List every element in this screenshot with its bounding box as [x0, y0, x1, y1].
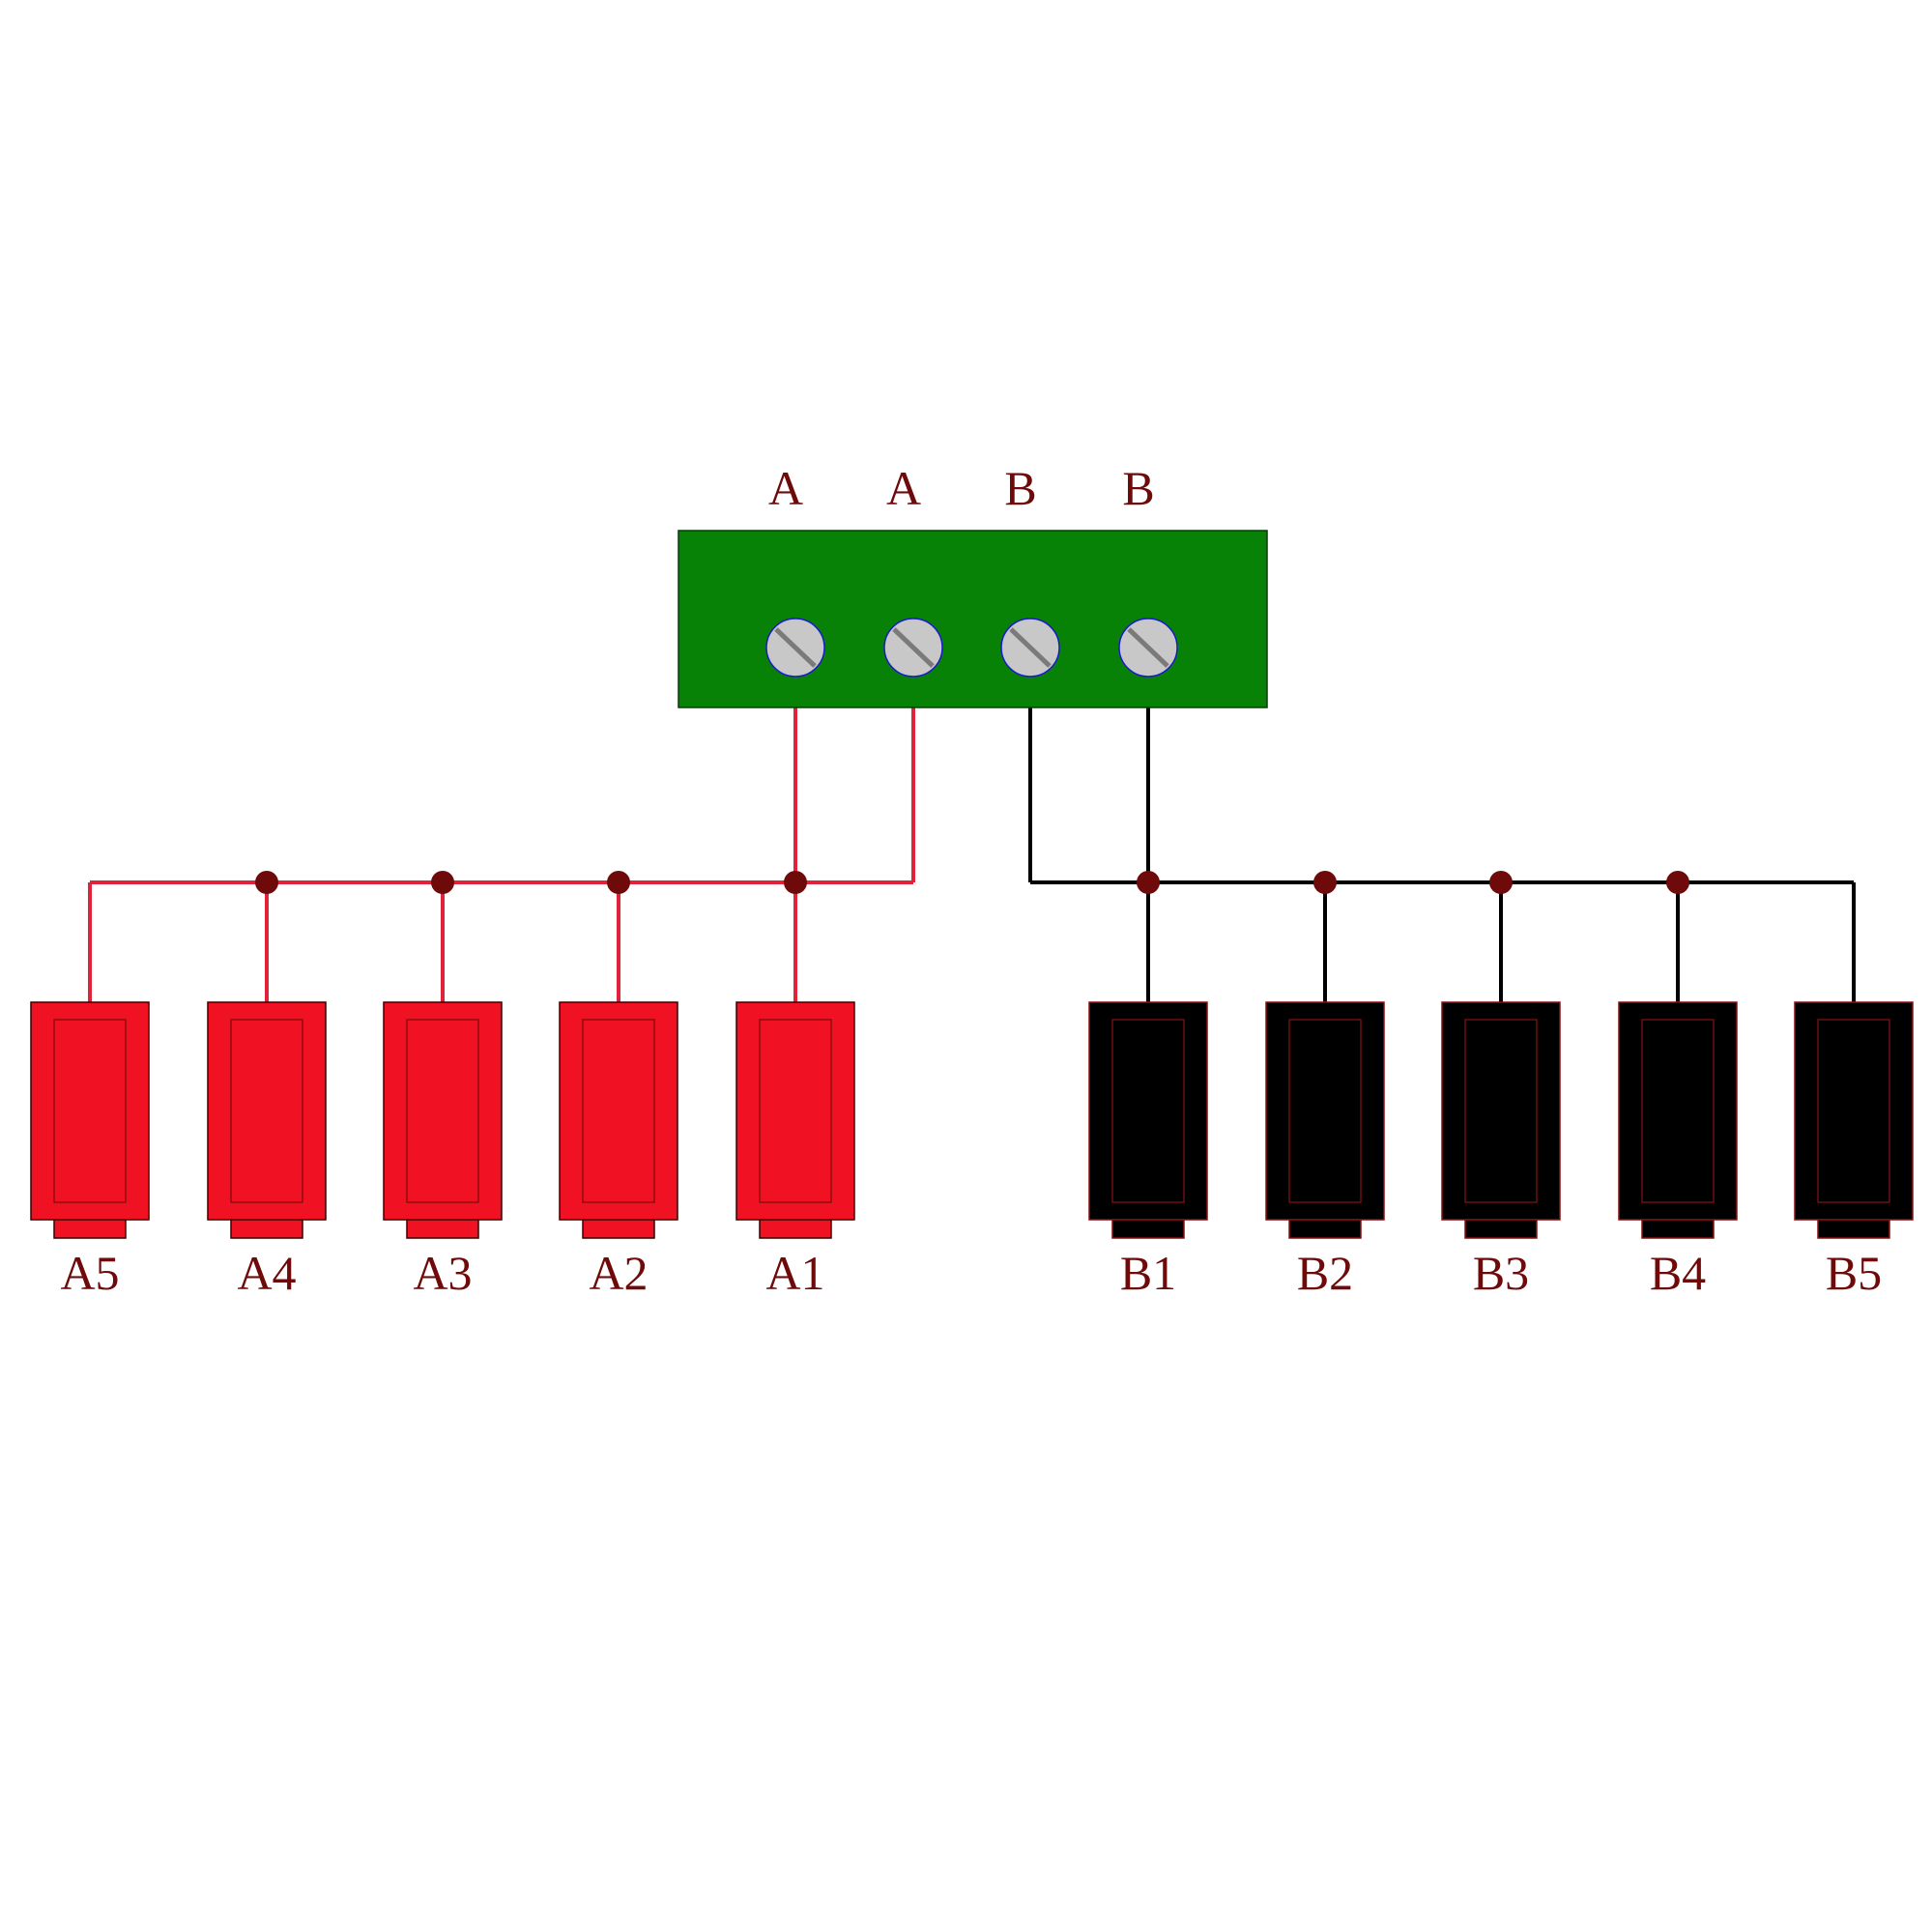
terminal-label: B	[1004, 461, 1036, 515]
jack-plug	[406, 1219, 479, 1239]
jack-body	[735, 1001, 855, 1221]
jack-inner-frame	[1817, 1019, 1890, 1203]
junction-dot	[431, 871, 454, 894]
jack-body	[1088, 1001, 1208, 1221]
jack-a1	[735, 1001, 855, 1239]
jack-b4	[1618, 1001, 1738, 1239]
terminal-label: A	[768, 461, 803, 515]
junction-dot	[1137, 871, 1160, 894]
junctions	[255, 871, 1689, 894]
jack-label: A3	[413, 1246, 472, 1300]
jack-inner-frame	[230, 1019, 303, 1203]
jack-a2	[559, 1001, 678, 1239]
jack-label: A1	[765, 1246, 824, 1300]
jack-plug	[759, 1219, 832, 1239]
jacks	[30, 1001, 1914, 1239]
jack-a4	[207, 1001, 327, 1239]
screw-slot	[1127, 627, 1169, 668]
junction-dot	[255, 871, 278, 894]
jack-body	[1618, 1001, 1738, 1221]
jack-inner-frame	[759, 1019, 832, 1203]
jack-inner-frame	[1464, 1019, 1538, 1203]
jack-label: B1	[1120, 1246, 1176, 1300]
jack-b2	[1265, 1001, 1385, 1239]
jack-body	[1441, 1001, 1561, 1221]
jack-label: A2	[589, 1246, 648, 1300]
jack-plug	[582, 1219, 655, 1239]
jack-inner-frame	[1641, 1019, 1715, 1203]
terminal-block	[678, 530, 1268, 708]
jack-a5	[30, 1001, 150, 1239]
screw-slot	[892, 627, 935, 668]
jack-inner-frame	[1111, 1019, 1185, 1203]
jack-b1	[1088, 1001, 1208, 1239]
jack-label: B4	[1650, 1246, 1706, 1300]
jack-inner-frame	[1288, 1019, 1362, 1203]
jack-a3	[383, 1001, 503, 1239]
terminal-board	[678, 530, 1268, 708]
jack-body	[1265, 1001, 1385, 1221]
jack-plug	[53, 1219, 127, 1239]
jack-plug	[1641, 1219, 1715, 1239]
junction-dot	[607, 871, 630, 894]
jack-body	[383, 1001, 503, 1221]
jack-plug	[1288, 1219, 1362, 1239]
terminal-label: A	[886, 461, 921, 515]
jack-b3	[1441, 1001, 1561, 1239]
jack-label: A4	[237, 1246, 296, 1300]
jack-body	[207, 1001, 327, 1221]
screw-slot	[774, 627, 817, 668]
jack-plug	[230, 1219, 303, 1239]
jack-plug	[1464, 1219, 1538, 1239]
jack-label: B3	[1473, 1246, 1529, 1300]
jack-body	[559, 1001, 678, 1221]
junction-dot	[784, 871, 807, 894]
junction-dot	[1666, 871, 1689, 894]
jack-inner-frame	[582, 1019, 655, 1203]
terminal-label: B	[1122, 461, 1154, 515]
jack-body	[1794, 1001, 1914, 1221]
jack-b5	[1794, 1001, 1914, 1239]
jack-inner-frame	[406, 1019, 479, 1203]
junction-dot	[1313, 871, 1337, 894]
jack-plug	[1111, 1219, 1185, 1239]
jack-label: B2	[1297, 1246, 1353, 1300]
jack-label: B5	[1826, 1246, 1882, 1300]
jack-body	[30, 1001, 150, 1221]
junction-dot	[1489, 871, 1513, 894]
jack-plug	[1817, 1219, 1890, 1239]
labels: A A B B A5 A4 A3 A2 A1 B1 B2 B3 B4 B5	[60, 461, 1882, 1300]
jack-label: A5	[60, 1246, 119, 1300]
screw-slot	[1009, 627, 1052, 668]
jack-inner-frame	[53, 1019, 127, 1203]
